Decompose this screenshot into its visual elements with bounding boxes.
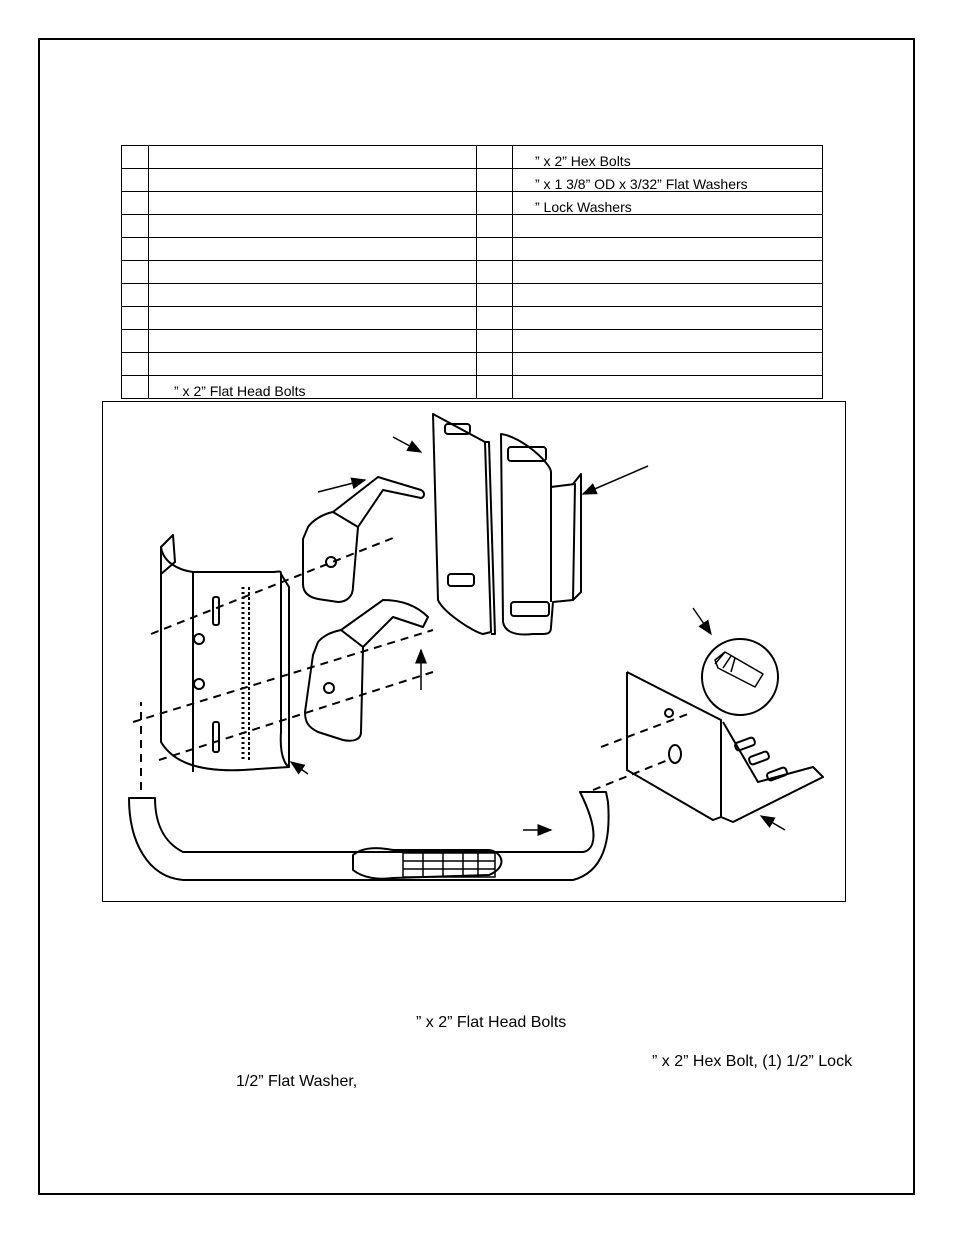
assembly-drawing [128,413,824,881]
parts-list-table: ” x 2” Hex Bolts ” x 1 3/8” OD x 3/32” Fl… [121,145,823,399]
qty-cell-left [121,283,149,307]
description-text-left [150,199,175,214]
description-cell-left: ” x 2” Flat Head Bolts [148,375,477,399]
parts-table-row [121,329,823,353]
description-text-right: ” x 2” Hex Bolts [535,153,631,169]
instruction-line-2: ” x 2” Hex Bolt, (1) 1/2” Lock [652,1053,853,1070]
qty-cell-right [476,145,513,169]
description-cell-left [148,329,477,353]
description-text-left [150,291,175,306]
description-text-right [514,222,536,237]
description-cell-right [512,306,823,330]
qty-cell-right [476,352,513,376]
qty-cell-left [121,329,149,353]
parts-table-row [121,237,823,261]
qty-cell-left [121,191,149,215]
angle-bracket-part [626,671,824,823]
description-text-right [514,291,536,306]
qty-cell-right [476,168,513,192]
instruction-line-1: ” x 2” Flat Head Bolts [416,1014,567,1031]
description-cell-left [148,283,477,307]
parts-table-row: ” x 2” Flat Head Bolts [121,375,823,399]
qty-cell-right [476,283,513,307]
description-text-right: ” x 1 3/8” OD x 3/32” Flat Washers [535,176,748,192]
description-text-right [514,314,536,329]
qty-cell-right [476,375,513,399]
qty-cell-left [121,352,149,376]
description-cell-left [148,306,477,330]
description-cell-right: ” Lock Washers [512,191,823,215]
description-cell-left [148,145,477,169]
description-cell-right: ” x 2” Hex Bolts [512,145,823,169]
description-text-right: ” Lock Washers [535,199,632,215]
parts-table-row [121,260,823,284]
description-text-right [514,360,536,375]
callout-arrows [289,436,786,836]
frame-bracket-part [160,534,290,772]
backing-plate-part [432,413,496,635]
qty-cell-right [476,329,513,353]
description-text-left [150,153,175,168]
parts-table-row: ” x 1 3/8” OD x 3/32” Flat Washers [121,168,823,192]
qty-cell-right [476,260,513,284]
bolt-detail-callout [701,638,779,716]
parts-table-row: ” x 2” Hex Bolts [121,145,823,169]
description-text-right [514,245,536,260]
description-cell-left [148,191,477,215]
description-text-left: ” x 2” Flat Head Bolts [174,383,306,399]
parts-table-row [121,306,823,330]
description-text-right [514,337,536,352]
description-cell-right: ” x 1 3/8” OD x 3/32” Flat Washers [512,168,823,192]
qty-cell-left [121,214,149,238]
description-text-left [150,314,175,329]
description-cell-right [512,375,823,399]
description-cell-right [512,329,823,353]
qty-cell-left [121,260,149,284]
qty-cell-right [476,306,513,330]
instruction-line-3: 1/2” Flat Washer, [236,1073,358,1090]
qty-cell-left [121,375,149,399]
qty-cell-right [476,214,513,238]
description-text-left [150,222,175,237]
description-text-left [150,245,175,260]
parts-table-row [121,283,823,307]
description-cell-right [512,283,823,307]
exploded-assembly-diagram [102,401,846,902]
page-border [38,38,915,1195]
step-tube-part [128,791,610,881]
description-cell-right [512,214,823,238]
lower-z-bracket-part [304,599,429,742]
description-text-right [514,268,536,283]
description-text-left [150,176,175,191]
assembly-guide-lines [132,537,689,791]
qty-cell-left [121,168,149,192]
qty-cell-left [121,237,149,261]
description-text-left [150,337,175,352]
qty-cell-right [476,237,513,261]
description-cell-left [148,260,477,284]
qty-cell-left [121,306,149,330]
upper-z-bracket-part [302,476,425,603]
parts-table-row [121,214,823,238]
description-cell-right [512,352,823,376]
description-text-left [150,268,175,283]
parts-table-row: ” Lock Washers [121,191,823,215]
description-cell-right [512,260,823,284]
description-cell-left [148,237,477,261]
description-text-left [150,360,175,375]
qty-cell-left [121,145,149,169]
description-cell-right [512,237,823,261]
description-cell-left [148,168,477,192]
description-cell-left [148,214,477,238]
qty-cell-right [476,191,513,215]
parts-table-row [121,352,823,376]
description-cell-left [148,352,477,376]
description-text-right [514,383,536,398]
c-bracket-part [500,433,582,636]
